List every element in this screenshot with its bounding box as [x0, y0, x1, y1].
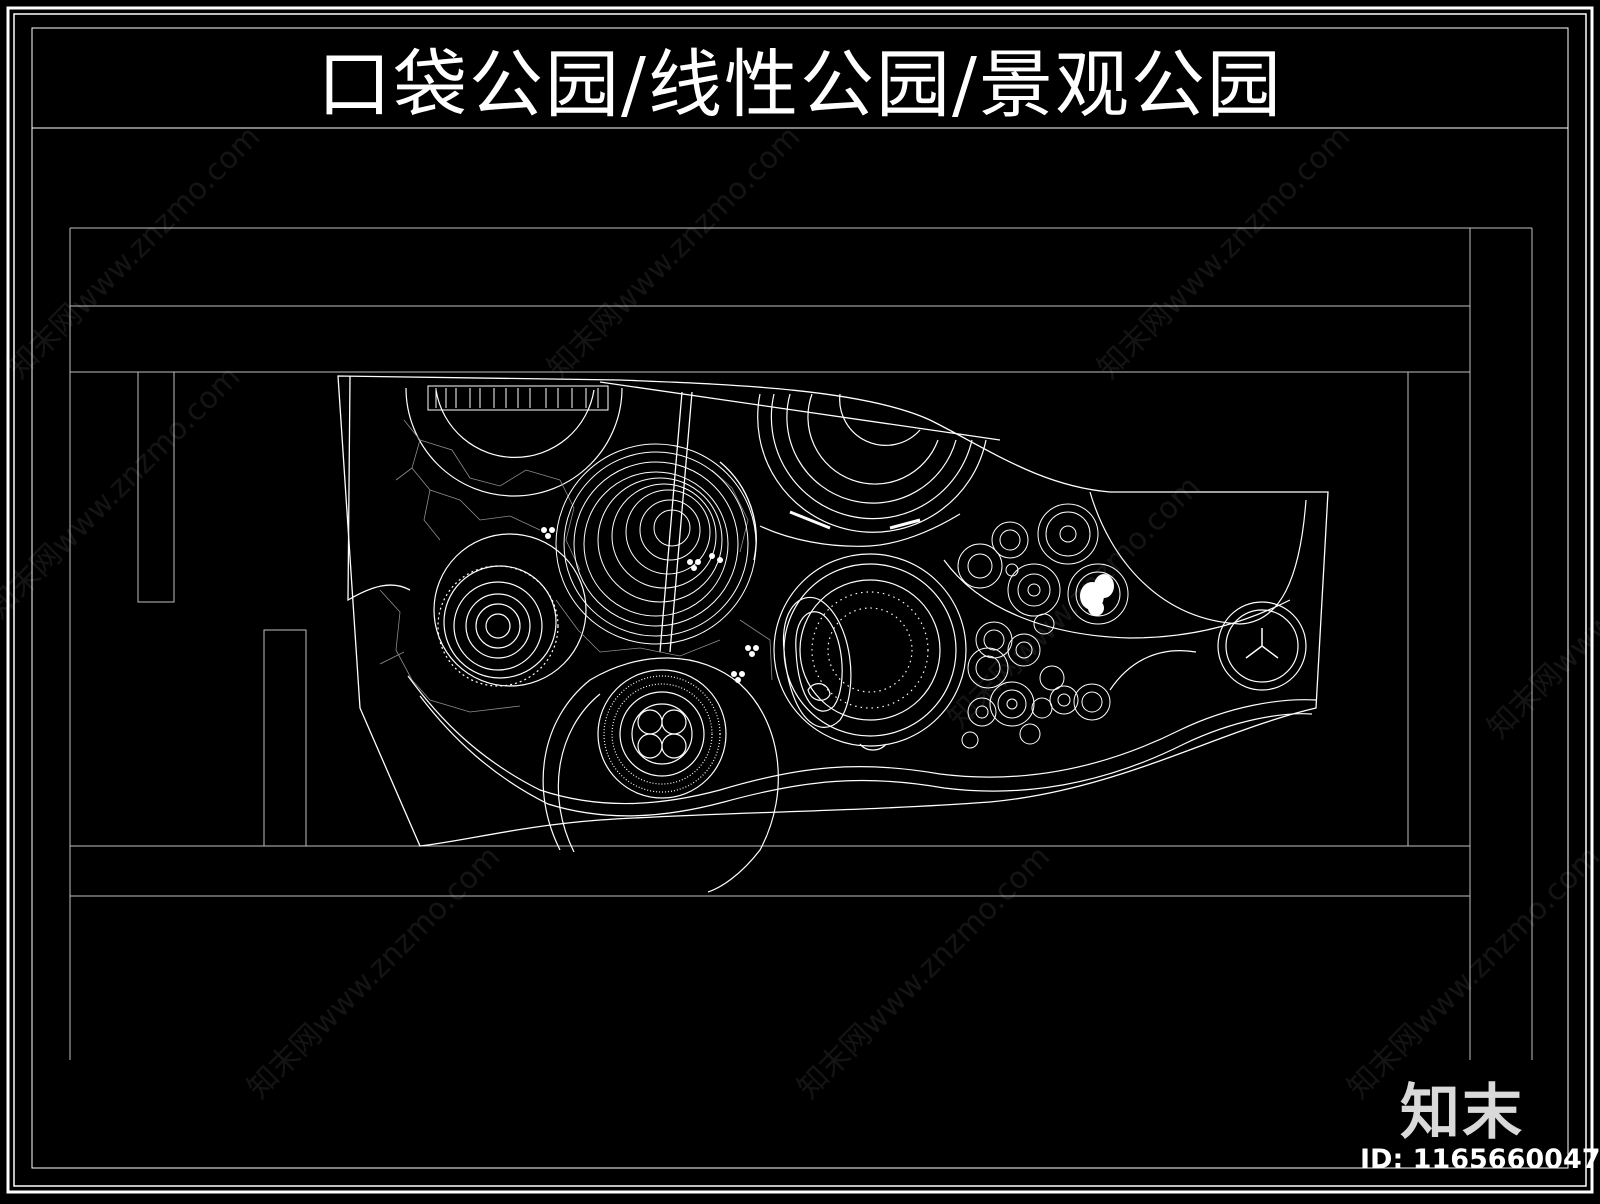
tree-cluster-upper — [957, 503, 1129, 635]
amphitheater-arcs — [757, 393, 987, 547]
watermark-text: 知末网www.znzmo.com — [1481, 479, 1600, 745]
brand-logo: 知末 — [1400, 1078, 1524, 1148]
sheet-frame — [6, 6, 1594, 1194]
drawing-title: 口袋公园/线性公园/景观公园 — [317, 41, 1283, 128]
watermark-layer: 知末网www.znzmo.com 知末网www.znzmo.com 知末网www… — [0, 119, 1600, 1105]
watermark-text: 知末网www.znzmo.com — [541, 119, 807, 385]
watermark-text: 知末网www.znzmo.com — [0, 359, 247, 625]
bottom-circular-plaza — [542, 657, 779, 893]
park-boundary — [337, 375, 1329, 847]
watermark-text: 知末网www.znzmo.com — [1091, 119, 1357, 385]
paving-pattern — [379, 419, 773, 713]
watermark-text: 知末网www.znzmo.com — [941, 469, 1207, 735]
linear-promenade — [659, 391, 693, 653]
spiral-garden — [555, 443, 757, 645]
asset-id-label: ID: 1165660047 — [1360, 1144, 1600, 1175]
watermark-text: 知末网www.znzmo.com — [1, 119, 267, 385]
shrub-dots[interactable] — [541, 527, 759, 683]
bench-strip — [427, 385, 609, 411]
tree-cluster-highlight — [1080, 574, 1114, 616]
curved-promenade — [407, 675, 1317, 817]
tree-cluster-lower — [961, 621, 1111, 749]
watermark-text: 知末网www.znzmo.com — [241, 839, 507, 1105]
site-context-lines — [69, 227, 1533, 1060]
central-circular-plaza — [773, 553, 967, 751]
lawn-arc-right — [943, 491, 1307, 691]
watermark-text: 知末网www.znzmo.com — [791, 839, 1057, 1105]
